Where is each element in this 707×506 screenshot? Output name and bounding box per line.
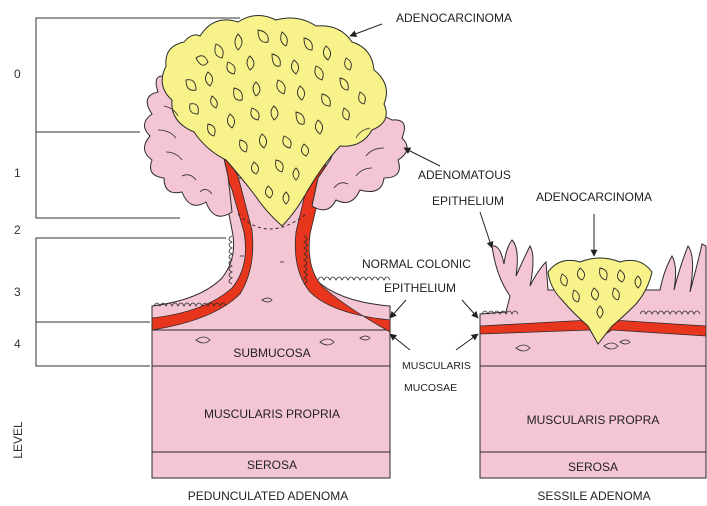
level-4: 4 bbox=[14, 337, 21, 351]
adenocarcinoma-right-label: ADENOCARCINOMA bbox=[536, 190, 652, 204]
normal-colonic-arrow-left bbox=[390, 300, 406, 318]
sessile-caption: SESSILE ADENOMA bbox=[537, 489, 650, 503]
adenomatous-arrow bbox=[404, 148, 440, 166]
epithelium-arrow-right bbox=[480, 212, 492, 248]
adenocarcinoma-top-arrow bbox=[350, 24, 382, 36]
sessile-adenoma: MUSCULARIS PROPRA SEROSA bbox=[480, 240, 706, 478]
level-axis-title: LEVEL bbox=[11, 421, 25, 459]
ped-muscularis-propria-label: MUSCULARIS PROPRIA bbox=[204, 407, 340, 421]
sessile-serosa-label: SEROSA bbox=[568, 460, 618, 474]
level-3: 3 bbox=[14, 285, 21, 299]
level-0: 0 bbox=[14, 67, 21, 81]
normal-colonic-arrow-right bbox=[462, 300, 478, 318]
ped-serosa-label: SEROSA bbox=[247, 458, 297, 472]
normal-colonic-label-line1: NORMAL COLONIC bbox=[362, 257, 471, 271]
ped-submucosa-label: SUBMUCOSA bbox=[233, 346, 310, 360]
pedunculated-adenoma: SUBMUCOSA MUSCULARIS PROPRIA SEROSA bbox=[144, 15, 407, 478]
muscularis-mucosae-label-line2: MUCOSAE bbox=[404, 382, 457, 394]
level-2: 2 bbox=[14, 223, 21, 237]
pedunculated-caption: PEDUNCULATED ADENOMA bbox=[188, 489, 348, 503]
muscularis-mucosae-label-line1: MUSCULARIS bbox=[402, 360, 471, 372]
muscularis-mucosae-arrow-right bbox=[456, 334, 478, 350]
adenocarcinoma-top-label: ADENOCARCINOMA bbox=[396, 11, 512, 25]
sessile-muscularis-propria-layer bbox=[480, 366, 706, 452]
level-1: 1 bbox=[14, 166, 21, 180]
adenomatous-label-line2: EPITHELIUM bbox=[432, 194, 504, 208]
sessile-muscularis-propria-label: MUSCULARIS PROPRA bbox=[527, 413, 660, 427]
muscularis-mucosae-arrow-left bbox=[390, 334, 410, 350]
normal-colonic-label-line2: EPITHELIUM bbox=[384, 281, 456, 295]
adenomatous-label-line1: ADENOMATOUS bbox=[418, 168, 511, 182]
